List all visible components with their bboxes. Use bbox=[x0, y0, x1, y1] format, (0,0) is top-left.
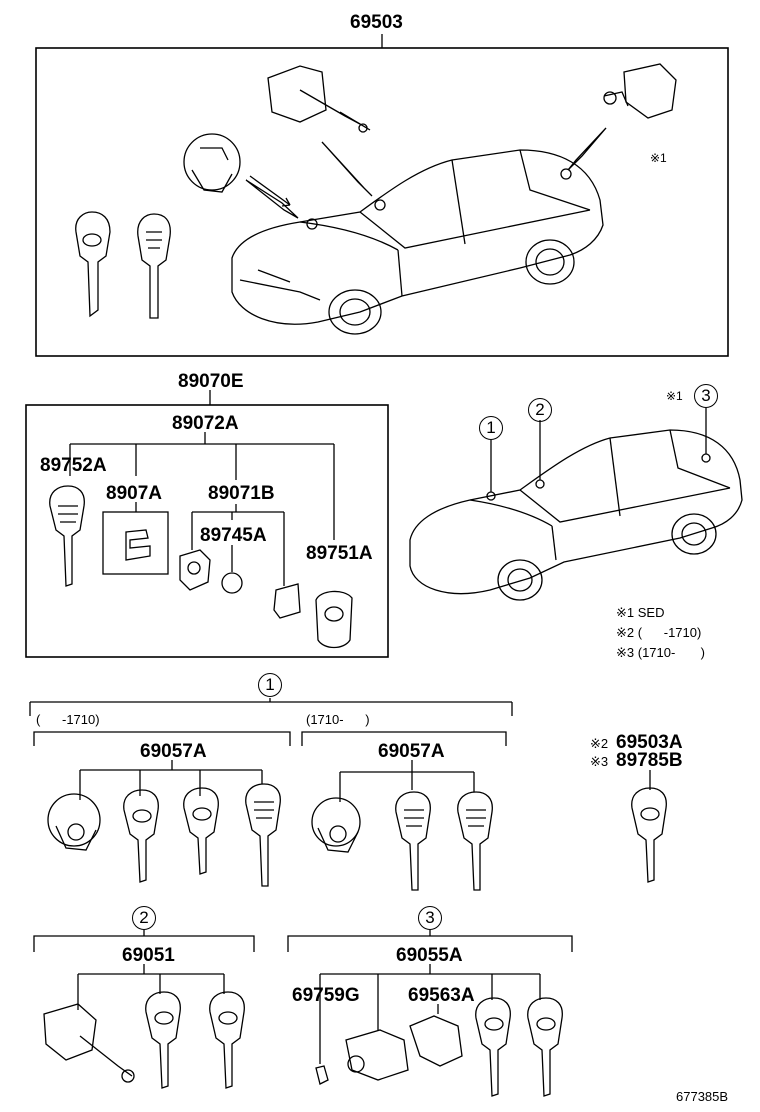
key-group-1 bbox=[123, 783, 493, 891]
key-69503A bbox=[631, 787, 667, 883]
legend-note-2: ※2 ( -1710) bbox=[616, 625, 702, 640]
part-label-89071B: 89071B bbox=[208, 483, 275, 504]
range-label-2: (1710- ) bbox=[306, 712, 370, 727]
circle-marker-2-right: 2 bbox=[528, 398, 552, 422]
key-89752A bbox=[49, 485, 85, 587]
range-label-1: ( -1710) bbox=[36, 712, 100, 727]
part-label-69051: 69051 bbox=[122, 945, 175, 966]
key-group-2 bbox=[145, 991, 245, 1089]
legend-note-1: ※1 SED bbox=[616, 605, 665, 620]
part-label-69503A: 69503A bbox=[616, 732, 683, 753]
legend-note-3: ※3 (1710- ) bbox=[616, 645, 705, 660]
cover-89071B bbox=[273, 583, 301, 619]
part-label-8907A: 8907A bbox=[106, 483, 162, 504]
chip-8907A bbox=[125, 529, 151, 561]
circle-marker-1-right: 1 bbox=[479, 416, 503, 440]
ignition-cylinder-top bbox=[267, 65, 371, 133]
part-label-69563A: 69563A bbox=[408, 985, 475, 1006]
clip-69759G bbox=[315, 1065, 329, 1085]
assembly-box-89070E bbox=[25, 404, 389, 658]
circle-marker-2: 2 bbox=[132, 906, 156, 930]
part-label-89751A: 89751A bbox=[306, 543, 373, 564]
lock-cylinder-69055A bbox=[345, 1029, 409, 1081]
circle-marker-3-right: 3 bbox=[694, 384, 718, 408]
part-label-89785B: 89785B bbox=[616, 750, 683, 771]
note-marker-1: ※1 bbox=[650, 151, 667, 165]
key-group-3 bbox=[475, 997, 563, 1097]
note-marker-2: ※2 bbox=[590, 736, 609, 751]
trunk-lock-top bbox=[603, 63, 677, 119]
note-marker-3: ※3 bbox=[590, 754, 609, 769]
circle-marker-1: 1 bbox=[258, 673, 282, 697]
battery-89745A bbox=[221, 572, 243, 594]
keys-top bbox=[75, 211, 171, 319]
remote-89751A bbox=[315, 590, 353, 649]
assembly-box-69503 bbox=[35, 47, 729, 357]
part-label-69503: 69503 bbox=[350, 12, 403, 33]
part-label-89072A: 89072A bbox=[172, 413, 239, 434]
circle-marker-3: 3 bbox=[418, 906, 442, 930]
part-label-69055A: 69055A bbox=[396, 945, 463, 966]
part-label-69057A-left: 69057A bbox=[140, 741, 207, 762]
part-label-69057A-right: 69057A bbox=[378, 741, 445, 762]
ignition-lock-69057A-2 bbox=[311, 797, 361, 853]
part-label-69759G: 69759G bbox=[292, 985, 360, 1006]
bracket-69563A bbox=[409, 1015, 463, 1067]
car-illustration-right bbox=[409, 408, 743, 601]
parts-box-8907A bbox=[102, 511, 169, 575]
door-lock-69051 bbox=[43, 1003, 135, 1083]
note-marker-1-right: ※1 bbox=[666, 389, 683, 403]
part-label-89745A: 89745A bbox=[200, 525, 267, 546]
part-label-89070E: 89070E bbox=[178, 371, 244, 392]
transponder-housing-89071B bbox=[179, 549, 211, 591]
arrows-top bbox=[245, 127, 607, 219]
ignition-lock-69057A-1 bbox=[47, 793, 101, 851]
diagram-code: 677385B bbox=[676, 1089, 729, 1104]
car-illustration-top bbox=[231, 149, 604, 335]
steering-lock-top bbox=[183, 133, 241, 193]
part-label-89752A: 89752A bbox=[40, 455, 107, 476]
